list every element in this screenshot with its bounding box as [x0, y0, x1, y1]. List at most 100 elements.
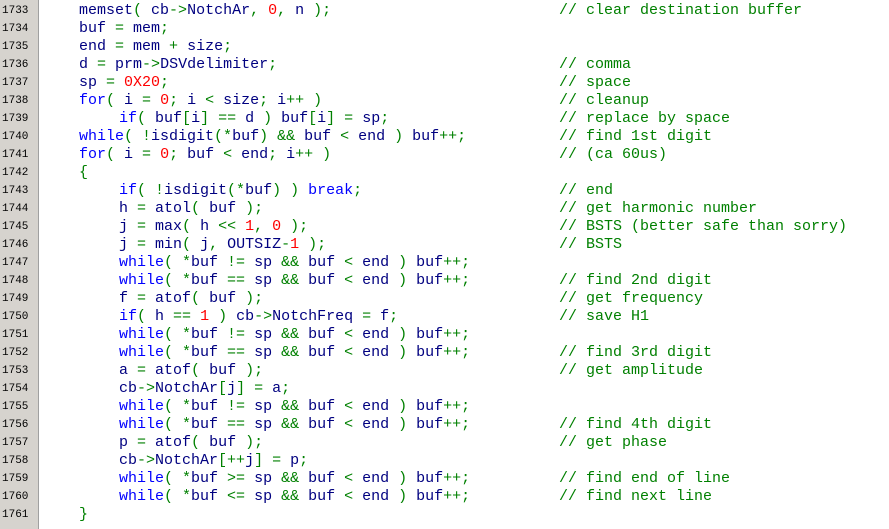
code-token: NotchAr [187, 2, 251, 19]
code-token: mem [133, 38, 161, 55]
code-token: = [106, 20, 134, 37]
code-comment: // (ca 60us) [559, 146, 668, 163]
code-token: 1 [200, 308, 210, 325]
code-token: ( [191, 290, 210, 307]
code-token: while [119, 254, 165, 271]
code-token: d [245, 110, 255, 127]
code-token: buf [209, 362, 237, 379]
code-token: ) [389, 254, 417, 271]
code-token: buf [416, 398, 444, 415]
code-token: == [218, 344, 255, 361]
code-line[interactable]: 1742{ [0, 164, 889, 182]
code-token: min [155, 236, 183, 253]
code-comment: // BSTS (better safe than sorry) [559, 218, 848, 235]
code-token: size [187, 38, 224, 55]
code-token: buf [308, 344, 336, 361]
code-token: 0X20 [124, 74, 161, 91]
code-token: buf [416, 470, 444, 487]
code-token: end [362, 488, 390, 505]
code-token: j [245, 452, 255, 469]
code-token: != [218, 398, 255, 415]
code-token: sp [254, 470, 273, 487]
code-line[interactable]: 1761} [0, 506, 889, 524]
code-text: p = atof( buf ); [119, 434, 263, 452]
line-number: 1735 [2, 41, 29, 53]
code-token: while [119, 398, 165, 415]
code-text: d = prm->DSVdelimiter; [79, 56, 277, 74]
code-token: = [128, 218, 156, 235]
code-text: cb->NotchAr[j] = a; [119, 380, 290, 398]
code-text: if( h == 1 ) cb->NotchFreq = f; [119, 308, 398, 326]
code-token: ; [268, 146, 287, 163]
code-token: buf [209, 200, 237, 217]
code-token: < [335, 416, 363, 433]
code-token: ( * [164, 398, 192, 415]
code-text: while( !isdigit(*buf) && buf < end ) buf… [79, 128, 466, 146]
line-number: 1748 [2, 275, 29, 287]
line-number-gutter [0, 0, 38, 529]
code-token: ] = [236, 380, 273, 397]
code-token: >= [218, 470, 255, 487]
code-token: f [119, 290, 129, 307]
code-comment: // clear destination buffer [559, 2, 803, 19]
line-number: 1736 [2, 59, 29, 71]
code-token: ) [385, 128, 413, 145]
code-token: buf [308, 488, 336, 505]
code-token: = [128, 434, 156, 451]
code-token: ( * [164, 326, 192, 343]
code-token: buf [308, 272, 336, 289]
code-token: j [119, 236, 129, 253]
code-token: sp [254, 254, 273, 271]
code-token: while [79, 128, 125, 145]
code-token: < [335, 398, 363, 415]
code-token: ( [182, 218, 201, 235]
code-token: i [124, 146, 134, 163]
code-token: ); [304, 2, 332, 19]
code-token: { [79, 164, 89, 181]
code-token: p [119, 434, 129, 451]
code-token: buf [308, 398, 336, 415]
code-token: [ [218, 380, 228, 397]
code-token: buf [245, 182, 273, 199]
code-token: buf [209, 290, 237, 307]
code-text: end = mem + size; [79, 38, 232, 56]
code-token: a [119, 362, 129, 379]
code-token: ++ ) [295, 146, 332, 163]
code-line[interactable]: 1735 end = mem + size; [0, 38, 889, 56]
code-token: ( * [164, 254, 192, 271]
code-token: < [214, 146, 242, 163]
code-token: = [97, 74, 125, 91]
code-token: = [128, 290, 156, 307]
code-token: buf [191, 398, 219, 415]
code-token: end [362, 272, 390, 289]
code-token: ( [133, 2, 152, 19]
